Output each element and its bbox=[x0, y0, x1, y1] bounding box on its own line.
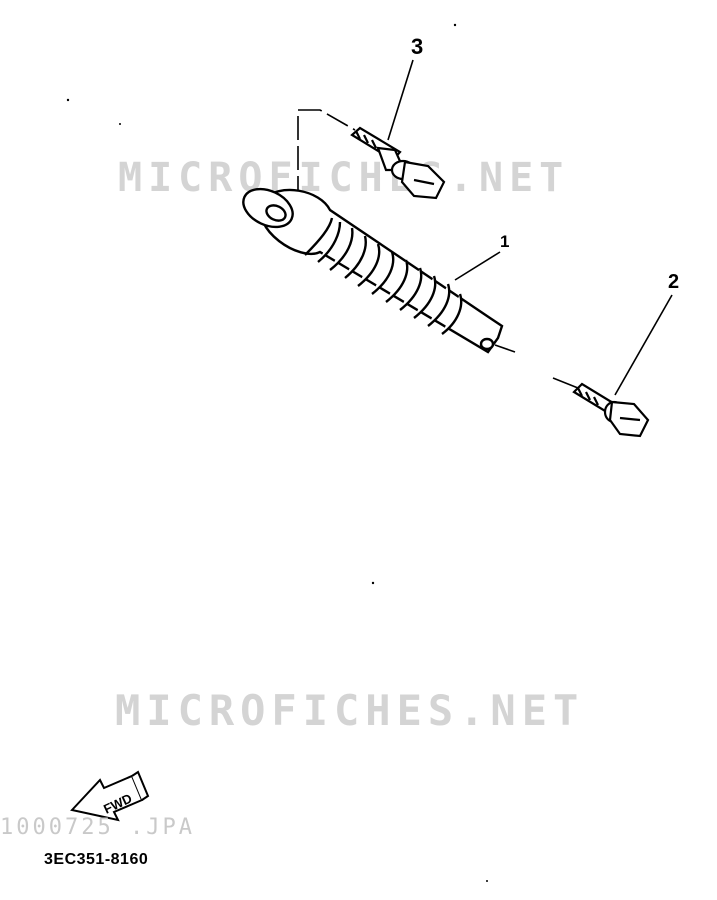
callout-1: 1 bbox=[500, 232, 510, 251]
lower-mount-line bbox=[494, 344, 516, 353]
lower-bolt-part bbox=[572, 382, 650, 438]
part-number: 3EC351-8160 bbox=[44, 851, 149, 868]
lower-mount-line-2 bbox=[552, 377, 579, 389]
callout-2: 2 bbox=[668, 271, 680, 293]
fwd-arrow-icon bbox=[70, 770, 150, 822]
watermark-top: MICROFICHES.NET bbox=[118, 155, 570, 201]
leader-line-3 bbox=[387, 59, 414, 141]
scan-dots bbox=[66, 23, 488, 882]
callout-3: 3 bbox=[411, 34, 424, 59]
upper-mount-line bbox=[297, 109, 356, 200]
shock-absorber-part bbox=[242, 187, 504, 354]
faint-file-label: 1000725 .JPA bbox=[0, 815, 195, 840]
leader-line-2 bbox=[614, 294, 673, 396]
watermark-bottom: MICROFICHES.NET bbox=[115, 686, 585, 735]
upper-bolt-part bbox=[350, 126, 446, 200]
leader-line-1 bbox=[454, 251, 501, 281]
